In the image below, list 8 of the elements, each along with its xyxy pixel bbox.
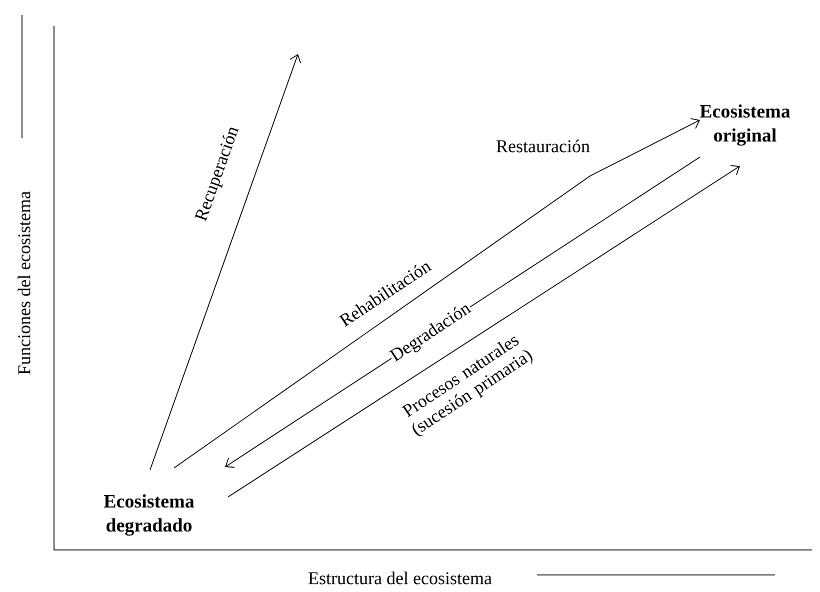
state-label: Ecosistema degradado bbox=[104, 494, 194, 536]
edge-label: Restauración bbox=[495, 138, 591, 154]
arrow bbox=[228, 165, 740, 498]
arrow bbox=[174, 118, 700, 468]
state-label: Ecosistema original bbox=[700, 104, 790, 146]
axis-title: Estructura del ecosistema bbox=[308, 572, 492, 584]
axis-title: Funciones del ecosistema bbox=[18, 191, 30, 374]
arrow bbox=[150, 54, 302, 470]
